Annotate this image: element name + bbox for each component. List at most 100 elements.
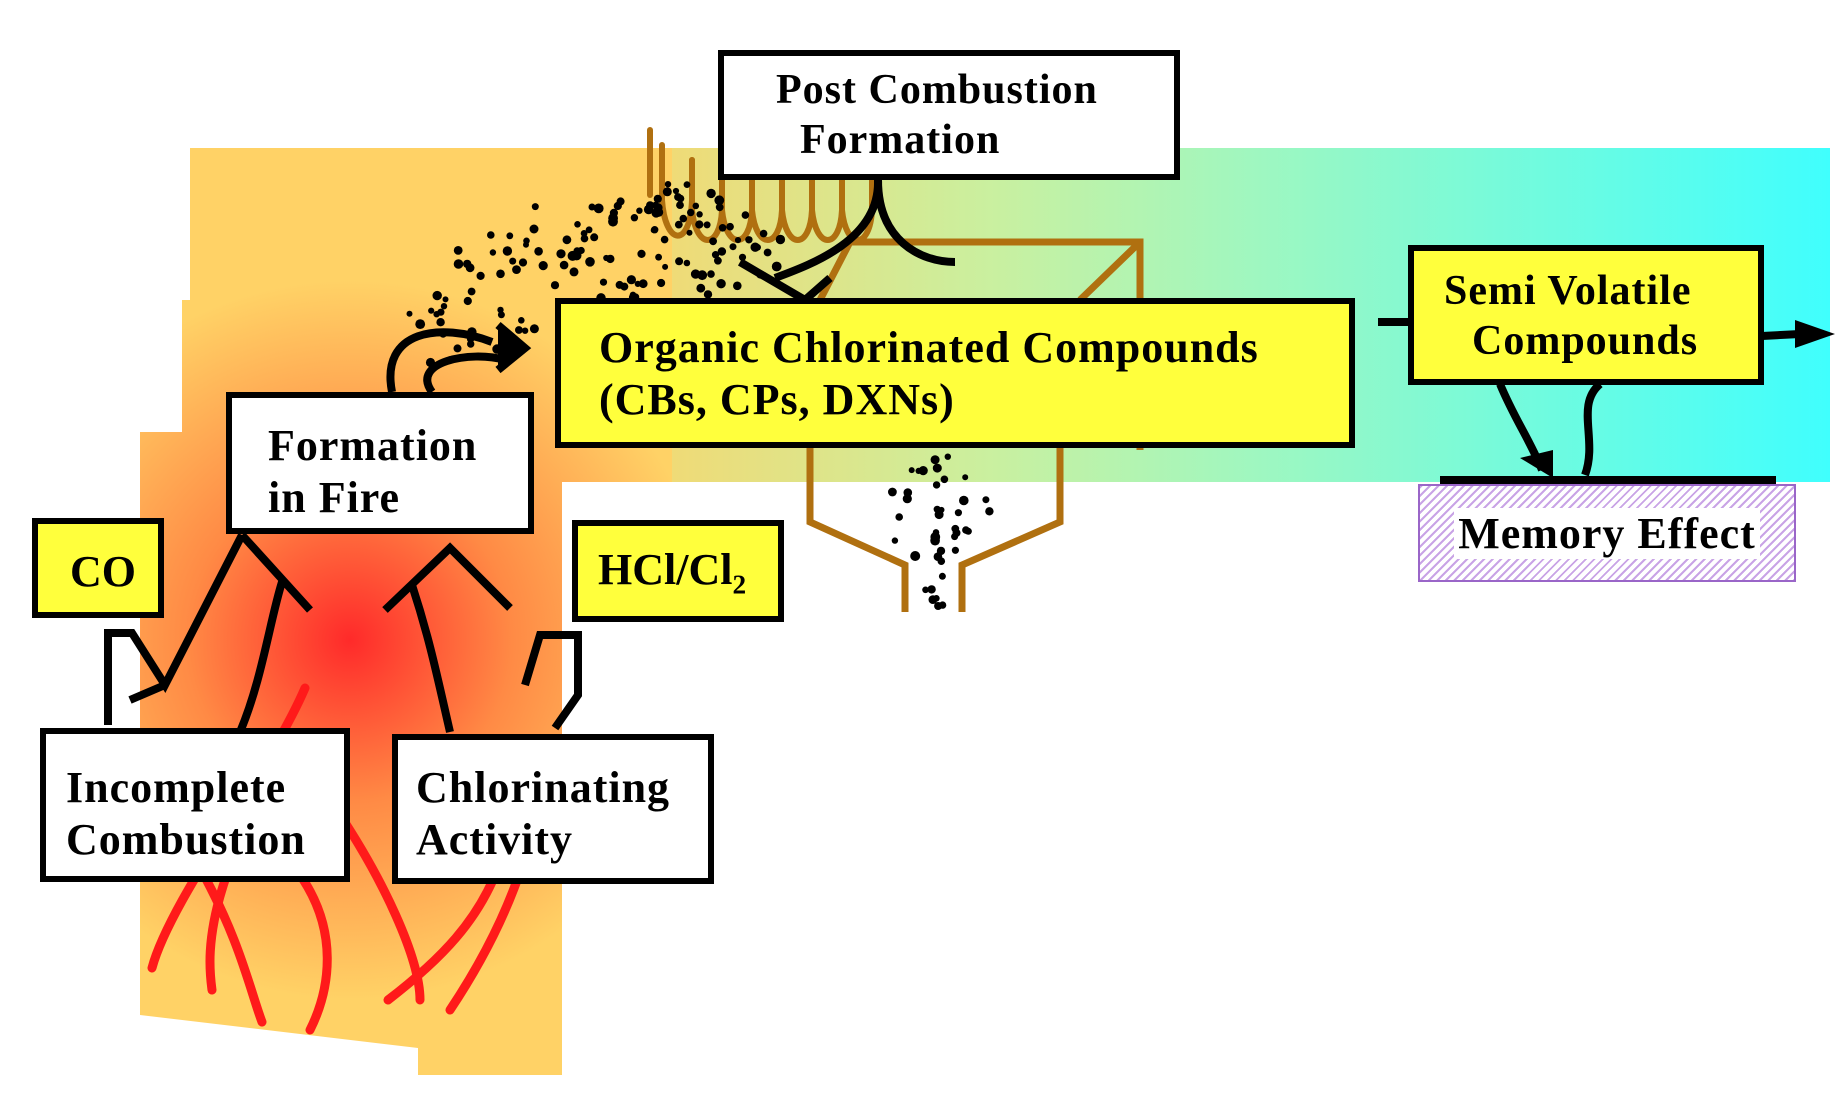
soot-particle [529, 224, 539, 234]
soot-particle [888, 487, 897, 497]
hcl-cl2-box: HCl/Cl2 [572, 520, 784, 622]
soot-particle [634, 280, 641, 287]
soot-particle [718, 224, 727, 232]
soot-particle [951, 533, 959, 541]
formation-in-fire-box: Formation in Fire [226, 392, 534, 534]
soot-particle [574, 221, 581, 228]
soot-particle [938, 572, 946, 580]
soot-particle [463, 296, 472, 306]
soot-particle [440, 303, 448, 310]
soot-particle [453, 246, 463, 255]
soot-particle [696, 211, 703, 218]
soot-particle [655, 253, 662, 261]
arrow-heads [1520, 320, 1835, 478]
chlorinating-activity-box: Chlorinating Activity [392, 734, 714, 884]
post-combustion-line-2: Formation [800, 116, 1001, 163]
soot-particle [940, 475, 949, 484]
soot-particle [683, 181, 691, 189]
organic-chlorinated-line-1: Organic Chlorinated Compounds [599, 323, 1259, 372]
memory-effect-text: Memory Effect [1454, 507, 1760, 559]
soot-particle [523, 241, 529, 248]
soot-particle [615, 280, 624, 289]
soot-particle [695, 220, 704, 229]
soot-particle [616, 197, 625, 206]
soot-particle [529, 324, 539, 334]
soot-particle [453, 259, 464, 269]
semi-volatile-line-1: Semi Volatile [1444, 268, 1692, 314]
soot-particle [531, 203, 539, 211]
soot-particle [686, 229, 693, 236]
soot-particle [603, 254, 610, 262]
soot-particle [638, 279, 648, 289]
soot-particle [717, 247, 727, 256]
soot-particle [933, 595, 940, 602]
soot-particle [580, 234, 589, 243]
soot-particle [734, 237, 742, 244]
soot-particle [714, 256, 722, 265]
soot-particle [571, 250, 582, 261]
soot-particle [651, 208, 661, 218]
soot-particle [683, 259, 691, 267]
formation-in-fire-line-2: in Fire [268, 472, 401, 522]
soot-particle [585, 257, 595, 267]
soot-particle [930, 535, 940, 546]
soot-particle [590, 233, 599, 242]
collector-duct [806, 238, 1144, 612]
soot-particle [465, 263, 475, 273]
co-label: CO [70, 547, 136, 596]
soot-particle [562, 235, 572, 245]
soot-particle [715, 203, 724, 212]
soot-particle [660, 235, 669, 244]
soot-particle [679, 214, 688, 223]
soot-particle [738, 253, 747, 261]
post-combustion-formation-box: Post Combustion Formation [718, 50, 1180, 180]
soot-particle [672, 187, 680, 195]
co-box: CO [32, 518, 164, 618]
soot-particles [406, 181, 994, 610]
semi-volatile-line-2: Compounds [1472, 317, 1699, 364]
chlorinating-activity-line-2: Activity [416, 814, 574, 864]
soot-particle [763, 248, 772, 257]
soot-particle [662, 187, 672, 197]
soot-particle [759, 229, 768, 238]
soot-particle [709, 237, 717, 246]
soot-particle [415, 319, 426, 329]
soot-particle [771, 261, 782, 272]
soot-particle [432, 290, 442, 301]
soot-particle [636, 207, 643, 214]
soot-particle [938, 601, 947, 609]
soot-particle [593, 203, 604, 214]
post-combustion-line-1: Post Combustion [776, 67, 1098, 113]
soot-particle [951, 546, 960, 554]
soot-particle [467, 287, 476, 296]
soot-particle [706, 188, 716, 199]
soot-particle [515, 326, 523, 334]
soot-particle [962, 474, 969, 481]
soot-particle [559, 260, 569, 270]
soot-particle [915, 467, 922, 474]
soot-particle [932, 529, 940, 536]
soot-particle [964, 528, 971, 535]
soot-particle [476, 271, 485, 280]
soot-particle [518, 258, 528, 267]
soot-particle [518, 317, 525, 324]
soot-particle [741, 211, 750, 219]
soot-particle [626, 275, 637, 285]
soot-particle [775, 234, 786, 245]
soot-particle [467, 340, 475, 348]
soot-particle [497, 311, 505, 319]
soot-particle [902, 494, 912, 504]
soot-particle [406, 310, 413, 317]
soot-particle [982, 496, 990, 504]
soot-particle [745, 236, 753, 244]
soot-particle [512, 265, 521, 274]
organic-chlorinated-line-2: (CBs, CPs, DXNs) [599, 374, 955, 424]
soot-particle [662, 263, 669, 270]
soot-particle [496, 269, 505, 279]
soot-particle [729, 243, 737, 251]
hcl-label: HCl/Cl [598, 545, 733, 594]
soot-particle [521, 327, 529, 334]
soot-particle [657, 278, 666, 288]
soot-particle [690, 269, 701, 279]
